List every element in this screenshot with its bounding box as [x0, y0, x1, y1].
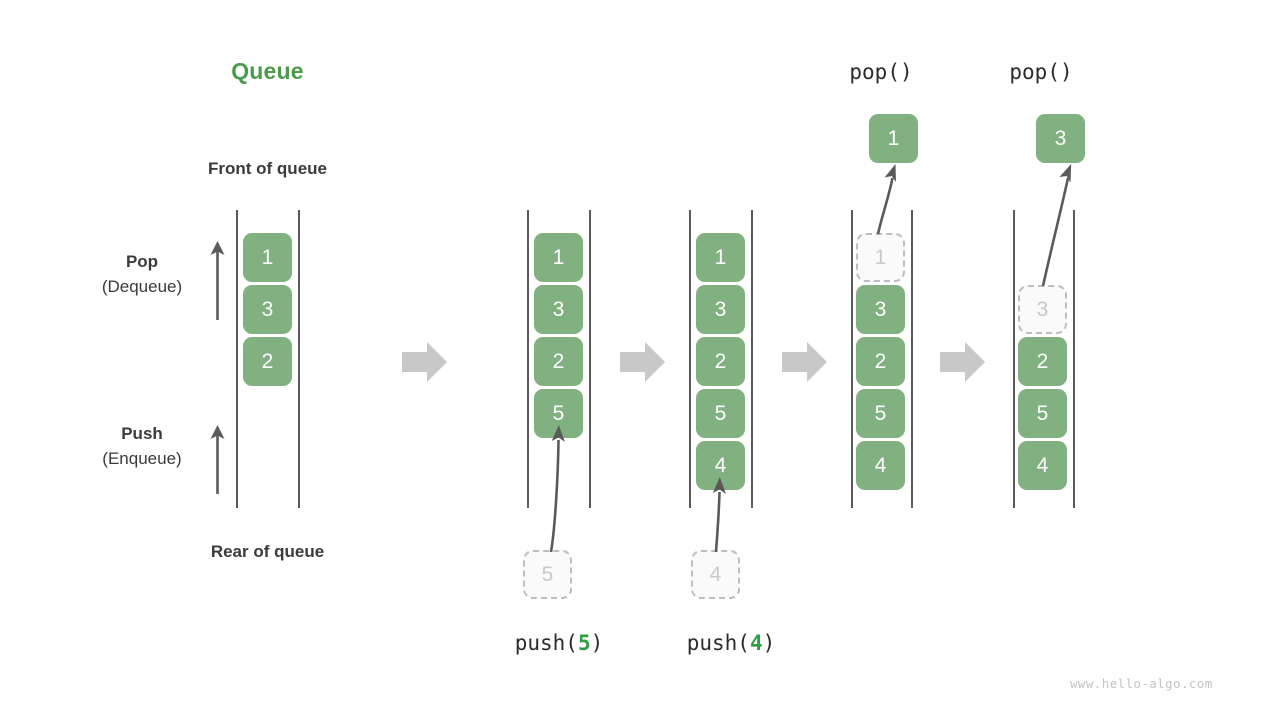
rail-left [689, 210, 691, 508]
step-arrow-icon [782, 342, 827, 382]
push-4-caption: push(4) [651, 631, 811, 655]
queue-cell: 1 [534, 233, 583, 282]
caption-suffix: ) [762, 631, 776, 655]
queue-cell: 4 [696, 441, 745, 490]
rail-left [1013, 210, 1015, 508]
popped-result-cell: 1 [869, 114, 918, 163]
dequeue-arrow-icon [1041, 164, 1072, 287]
enqueue-arrow-icon [549, 425, 565, 553]
step-arrow-icon [402, 342, 447, 382]
pop-caption: pop() [849, 60, 913, 84]
popped-ghost-cell: 1 [856, 233, 905, 282]
queue-cell: 3 [534, 285, 583, 334]
front-of-queue-label: Front of queue [208, 159, 327, 178]
dequeue-arrow-icon [876, 164, 896, 235]
rail-left [851, 210, 853, 508]
popped-ghost-cell: 3 [1018, 285, 1067, 334]
incoming-ghost-cell: 4 [691, 550, 740, 599]
diagram-title: Queue [231, 58, 304, 84]
queue-cell: 4 [856, 441, 905, 490]
caption-value: 5 [577, 631, 591, 655]
rail-left [236, 210, 238, 508]
caption-value: 4 [749, 631, 763, 655]
incoming-ghost-cell: 5 [523, 550, 572, 599]
queue-cell: 5 [696, 389, 745, 438]
queue-cell: 3 [243, 285, 292, 334]
queue-cell: 4 [1018, 441, 1067, 490]
queue-cell: 5 [1018, 389, 1067, 438]
pop-direction-arrow-icon [210, 241, 225, 320]
enqueue-arrow-icon [712, 477, 726, 553]
rail-right [1073, 210, 1075, 508]
pop-label-line1: Pop [125, 252, 159, 271]
step-arrow-icon [620, 342, 665, 382]
queue-cell: 2 [534, 337, 583, 386]
push-label-line1: Push [121, 424, 163, 443]
popped-result-cell: 3 [1036, 114, 1085, 163]
queue-cell: 1 [696, 233, 745, 282]
push-5-caption: push(5) [479, 631, 639, 655]
step-arrow-icon [940, 342, 985, 382]
queue-cell: 1 [243, 233, 292, 282]
queue-cell: 3 [696, 285, 745, 334]
rail-right [298, 210, 300, 508]
watermark: www.hello-algo.com [1070, 676, 1213, 691]
queue-cell: 5 [534, 389, 583, 438]
caption-prefix: push( [686, 631, 750, 655]
queue-cell: 2 [856, 337, 905, 386]
rail-right [751, 210, 753, 508]
queue-cell: 2 [696, 337, 745, 386]
queue-cell: 2 [243, 337, 292, 386]
rail-left [527, 210, 529, 508]
pop-side-label: Pop (Dequeue) [52, 250, 232, 300]
queue-cell: 5 [856, 389, 905, 438]
caption-prefix: push( [514, 631, 578, 655]
caption-suffix: ) [590, 631, 604, 655]
queue-cell: 3 [856, 285, 905, 334]
push-label-line2: (Enqueue) [102, 449, 182, 468]
rail-right [911, 210, 913, 508]
push-direction-arrow-icon [210, 425, 225, 494]
pop-label-line2: (Dequeue) [101, 277, 183, 296]
queue-cell: 2 [1018, 337, 1067, 386]
rear-of-queue-label: Rear of queue [210, 542, 325, 561]
push-side-label: Push (Enqueue) [52, 422, 232, 472]
rail-right [589, 210, 591, 508]
pop-caption: pop() [1009, 60, 1073, 84]
